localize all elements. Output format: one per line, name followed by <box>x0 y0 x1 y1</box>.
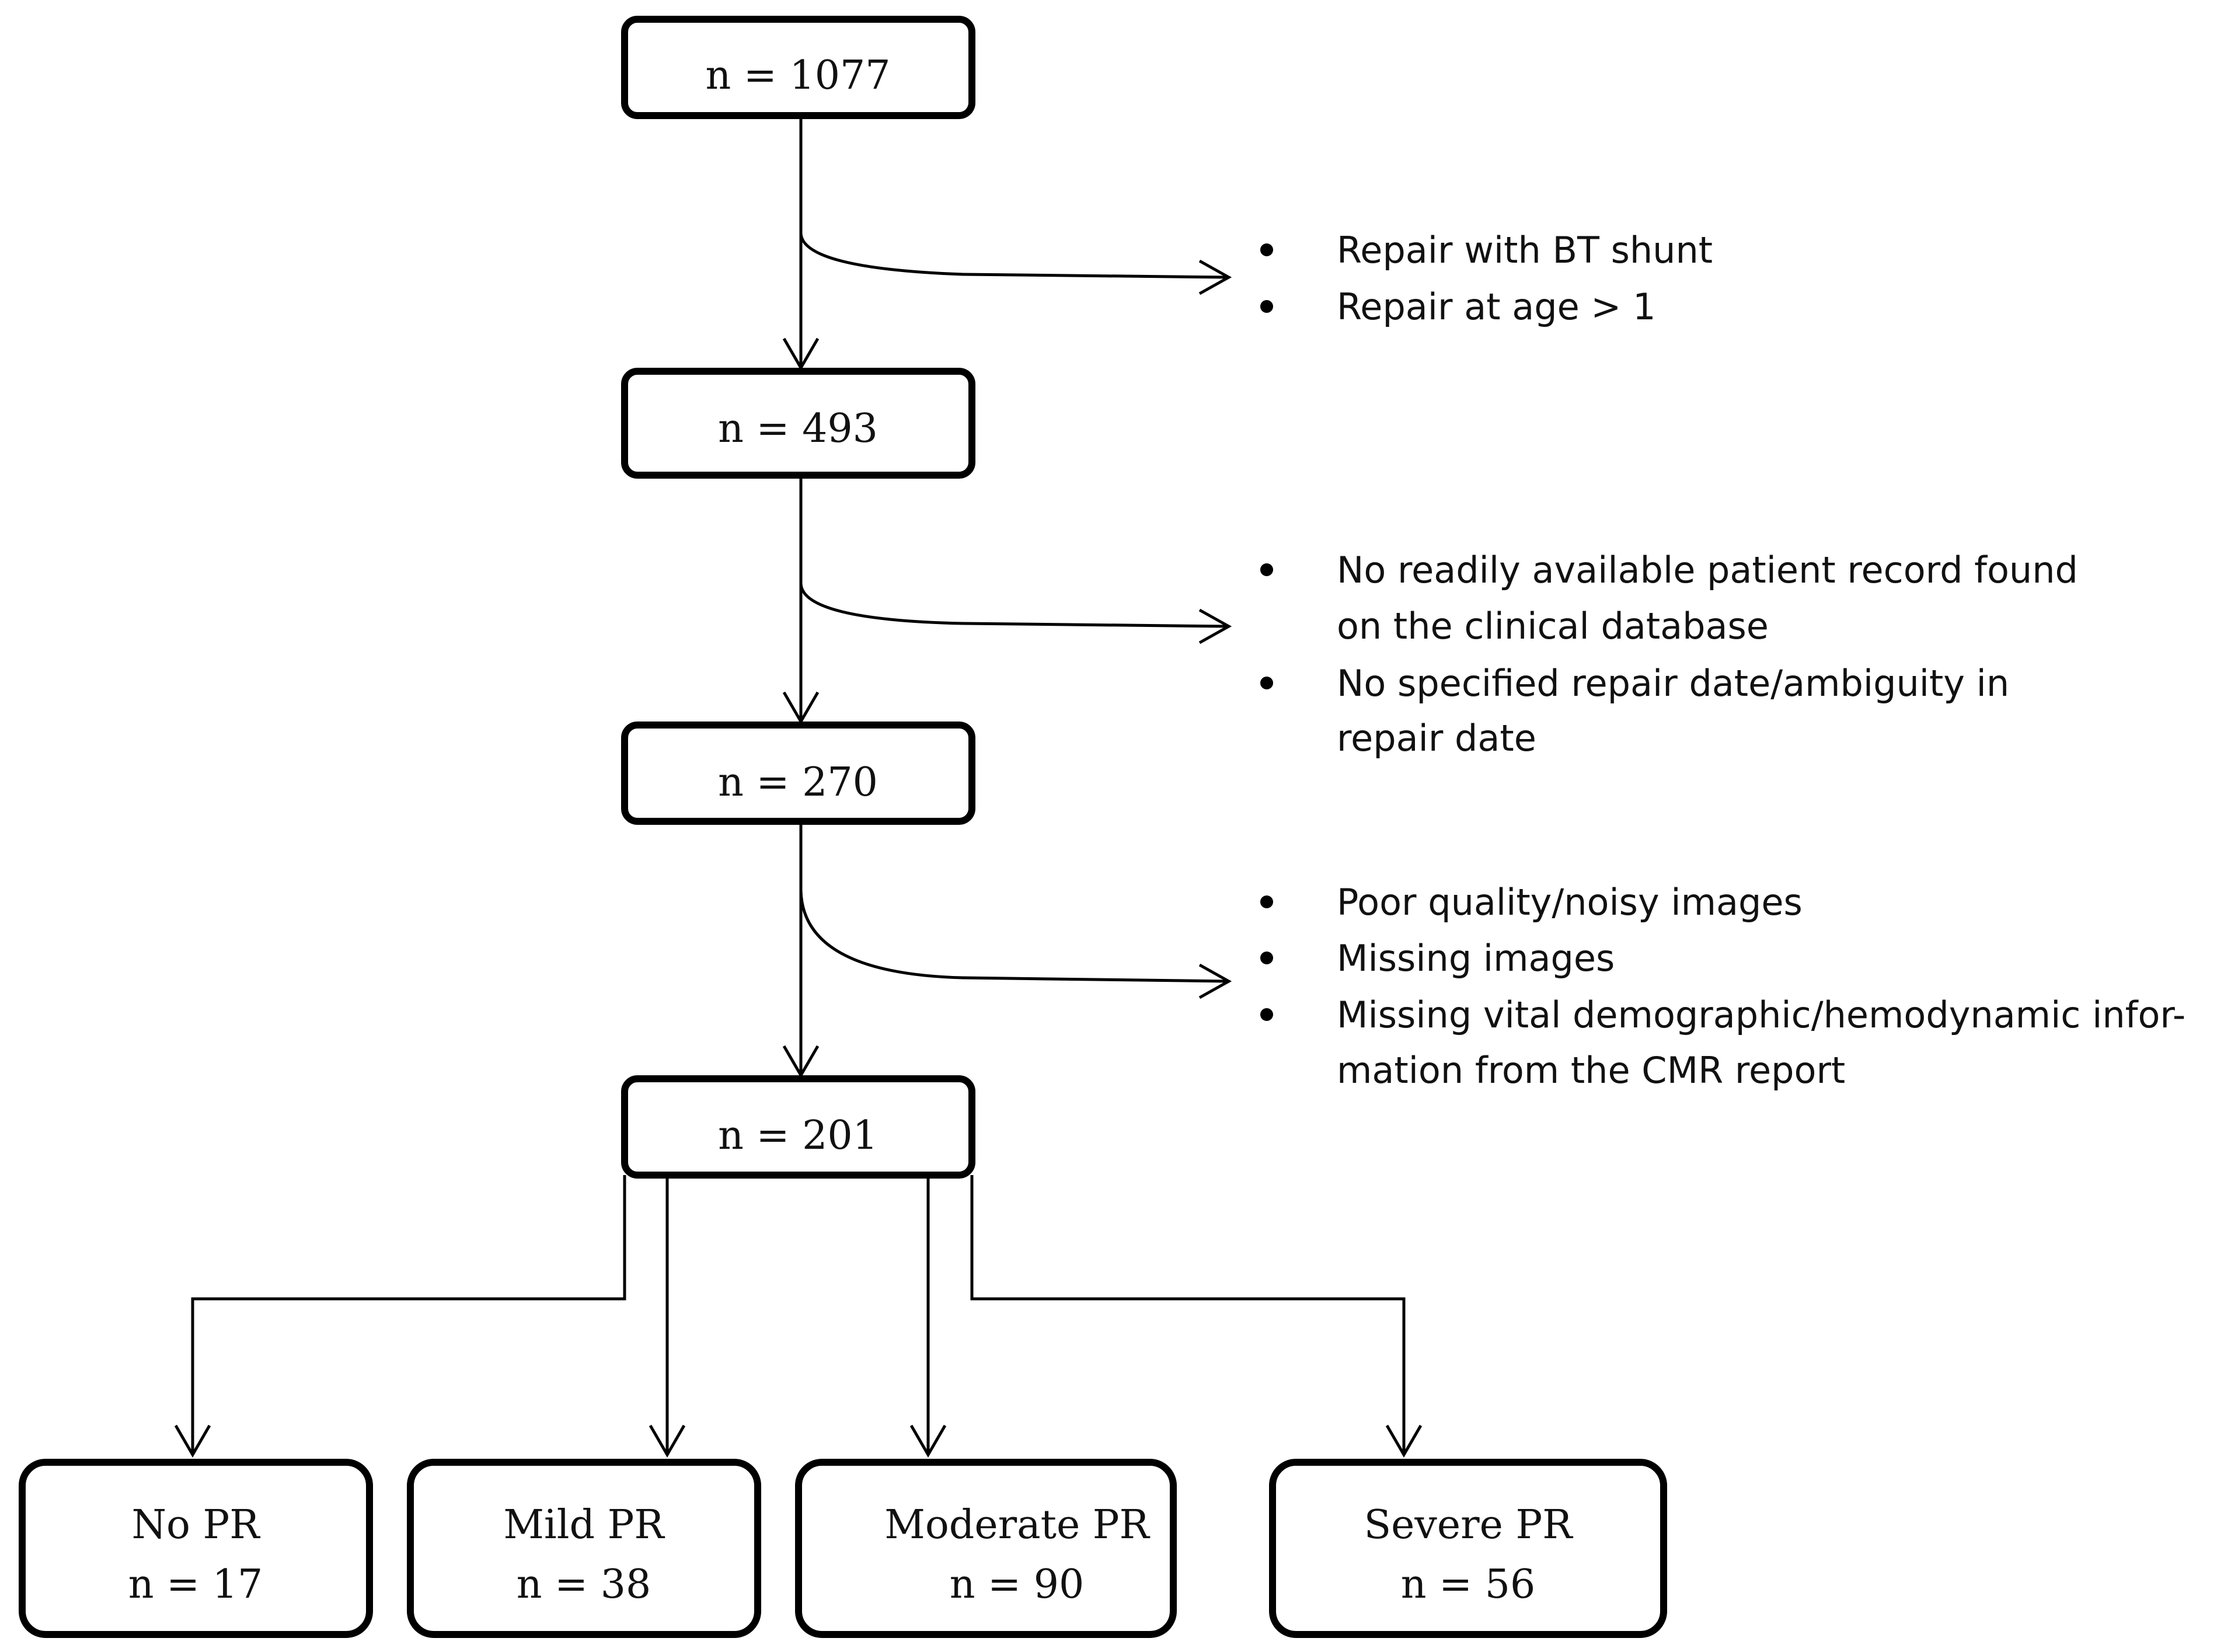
step-label: n = 1077 <box>705 53 890 99</box>
exclusion-line: on the clinical database <box>1337 605 1769 647</box>
flow-arrow-1 <box>782 116 820 371</box>
exclusion-line: mation from the CMR report <box>1337 1049 1845 1092</box>
group-count: n = 17 <box>128 1562 263 1608</box>
exclusion-line: Repair at age > 1 <box>1337 285 1656 328</box>
flow-arrow-2 <box>782 475 820 724</box>
group-count: n = 38 <box>517 1562 651 1608</box>
group-name: Mild PR <box>503 1502 665 1548</box>
exclusion-line: No readily available patient record foun… <box>1337 549 2078 591</box>
branch-arrow-moderate-pr <box>909 1175 947 1458</box>
step-label: n = 201 <box>718 1113 878 1159</box>
step-box-493: n = 493 <box>621 368 975 479</box>
branch-arrow-no-pr <box>174 1175 626 1458</box>
exclusion-arrow-1 <box>799 233 1232 295</box>
group-count: n = 56 <box>1401 1562 1536 1608</box>
bullet-icon <box>1260 243 1273 256</box>
exclusion-item: No specified repair date/ambiguity in re… <box>1260 662 2009 759</box>
group-box-mild-pr: Mild PR n = 38 <box>407 1459 761 1638</box>
bullet-icon <box>1260 1008 1273 1021</box>
step-box-1077: n = 1077 <box>621 16 975 119</box>
bullet-icon <box>1260 952 1273 964</box>
exclusion-item: Repair at age > 1 <box>1260 285 1656 328</box>
group-name: Severe PR <box>1364 1502 1574 1548</box>
exclusion-line: Poor quality/noisy images <box>1337 881 1803 923</box>
exclusion-line: No specified repair date/ambiguity in <box>1337 662 2009 705</box>
exclusion-line: repair date <box>1337 717 1536 759</box>
step-label: n = 270 <box>718 759 878 806</box>
group-box-moderate-pr: Moderate PR n = 90 <box>795 1459 1177 1638</box>
exclusion-item: Poor quality/noisy images <box>1260 881 1803 923</box>
bullet-icon <box>1260 300 1273 313</box>
exclusion-item: Repair with BT shunt <box>1260 229 1713 271</box>
step-box-270: n = 270 <box>621 722 975 825</box>
exclusion-item: No readily available patient record foun… <box>1260 549 2078 647</box>
exclusion-list-1: Repair with BT shunt Repair at age > 1 <box>1260 229 1713 328</box>
exclusion-item: Missing images <box>1260 937 1615 980</box>
branch-arrow-severe-pr <box>970 1175 1423 1458</box>
exclusion-list-3: Poor quality/noisy images Missing images… <box>1260 881 2185 1092</box>
bullet-icon <box>1260 677 1273 689</box>
step-label: n = 493 <box>718 406 878 452</box>
exclusion-list-2: No readily available patient record foun… <box>1260 549 2078 759</box>
step-box-201: n = 201 <box>621 1075 975 1179</box>
exclusion-arrow-2 <box>799 583 1232 644</box>
flow-arrow-3 <box>782 821 820 1078</box>
bullet-icon <box>1260 563 1273 576</box>
group-name: No PR <box>131 1502 260 1548</box>
branch-arrow-mild-pr <box>649 1175 686 1458</box>
exclusion-line: Repair with BT shunt <box>1337 229 1713 271</box>
bullet-icon <box>1260 895 1273 908</box>
exclusion-item: Missing vital demographic/hemodynamic in… <box>1260 994 2185 1092</box>
group-box-no-pr: No PR n = 17 <box>19 1459 373 1638</box>
group-box-severe-pr: Severe PR n = 56 <box>1269 1459 1667 1638</box>
exclusion-arrow-3 <box>799 890 1232 999</box>
group-count: n = 90 <box>950 1562 1085 1608</box>
exclusion-line: Missing images <box>1337 937 1615 980</box>
exclusion-line: Missing vital demographic/hemodynamic in… <box>1337 994 2185 1036</box>
group-name: Moderate PR <box>884 1502 1150 1548</box>
